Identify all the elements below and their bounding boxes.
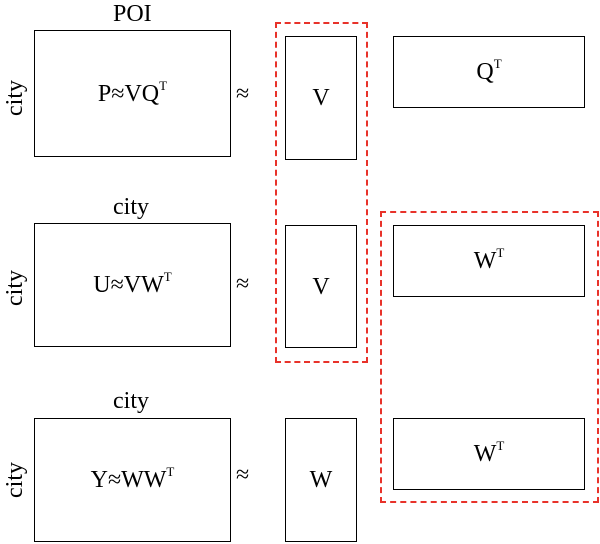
row3-matrix-box: Y≈WWT — [34, 418, 231, 542]
row1-top-label: POI — [113, 1, 152, 27]
row2-approx-symbol: ≈ — [236, 271, 250, 297]
row3-approx-symbol: ≈ — [236, 462, 250, 488]
row1-factor-right-label: QT — [476, 56, 502, 85]
row2-left-label: city — [2, 270, 28, 306]
row1-left-label: city — [2, 80, 28, 116]
row2-factor-left-box: V — [285, 225, 357, 348]
row1-factor-left-box: V — [285, 36, 357, 160]
row2-factor-left-label: V — [312, 273, 330, 300]
row3-factor-left-box: W — [285, 418, 357, 542]
row1-matrix-label: P≈VQT — [97, 77, 168, 107]
row3-factor-left-label: W — [309, 467, 333, 493]
row2-matrix-label: U≈VWT — [93, 269, 172, 298]
row2-top-label: city — [113, 194, 149, 220]
row1-approx-symbol: ≈ — [236, 81, 250, 107]
row2-factor-right-label: WT — [473, 245, 505, 274]
row2-matrix-box: U≈VWT — [34, 223, 231, 347]
row1-matrix-box: P≈VQT — [34, 30, 231, 157]
row3-factor-right-box: WT — [393, 418, 585, 490]
row3-top-label: city — [113, 388, 149, 414]
row1-factor-left-label: V — [312, 85, 330, 111]
shared-v-dashed-group — [275, 22, 368, 363]
row2-factor-right-box: WT — [393, 225, 585, 297]
shared-w-dashed-group — [380, 211, 599, 503]
row3-matrix-label: Y≈WWT — [90, 464, 175, 493]
row3-factor-right-label: WT — [473, 438, 505, 467]
row1-factor-right-box: QT — [393, 36, 585, 108]
row3-left-label: city — [2, 462, 28, 498]
